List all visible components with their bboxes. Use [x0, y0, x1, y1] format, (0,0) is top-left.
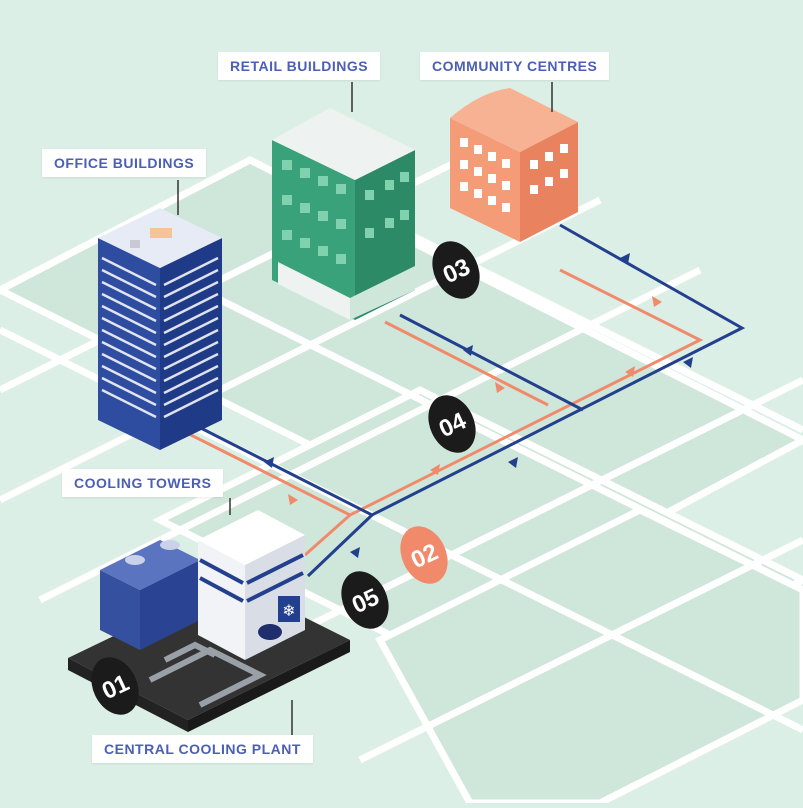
community-building	[450, 88, 578, 242]
arrow-icon	[463, 345, 473, 356]
return-pipe	[184, 223, 746, 517]
supply-pipe-plant	[304, 513, 351, 557]
arrow-icon	[495, 382, 505, 393]
return-pipe-plant	[306, 513, 374, 578]
supply-pipe	[184, 268, 704, 517]
label-cooling-towers: COOLING TOWERS	[62, 469, 224, 497]
arrow-icon	[288, 494, 298, 505]
supply-pipe-retail	[384, 320, 549, 407]
cooling-towers	[100, 540, 200, 650]
label-office-buildings: OFFICE BUILDINGS	[42, 149, 207, 177]
arrow-icon	[620, 253, 630, 264]
label-community-centres: COMMUNITY CENTRES	[420, 52, 610, 80]
arrow-icon	[430, 464, 440, 475]
pipe-network	[184, 223, 746, 578]
label-central-cooling-plant: CENTRAL COOLING PLANT	[92, 735, 313, 763]
arrow-icon	[264, 457, 274, 468]
arrow-icon	[652, 296, 662, 307]
arrow-icon	[625, 366, 635, 377]
office-building	[98, 208, 222, 450]
leader-lines	[177, 82, 553, 735]
arrow-icon	[508, 457, 518, 468]
flow-arrows	[264, 253, 693, 558]
return-pipe-retail	[399, 313, 584, 412]
snowflake-icon: ❄	[282, 601, 295, 620]
retail-building	[272, 108, 415, 320]
arrow-icon	[350, 547, 360, 558]
plant-pipes	[148, 641, 267, 708]
chiller-unit: ❄	[198, 510, 305, 660]
arrow-icon	[683, 357, 693, 368]
label-retail-buildings: RETAIL BUILDINGS	[218, 52, 381, 80]
